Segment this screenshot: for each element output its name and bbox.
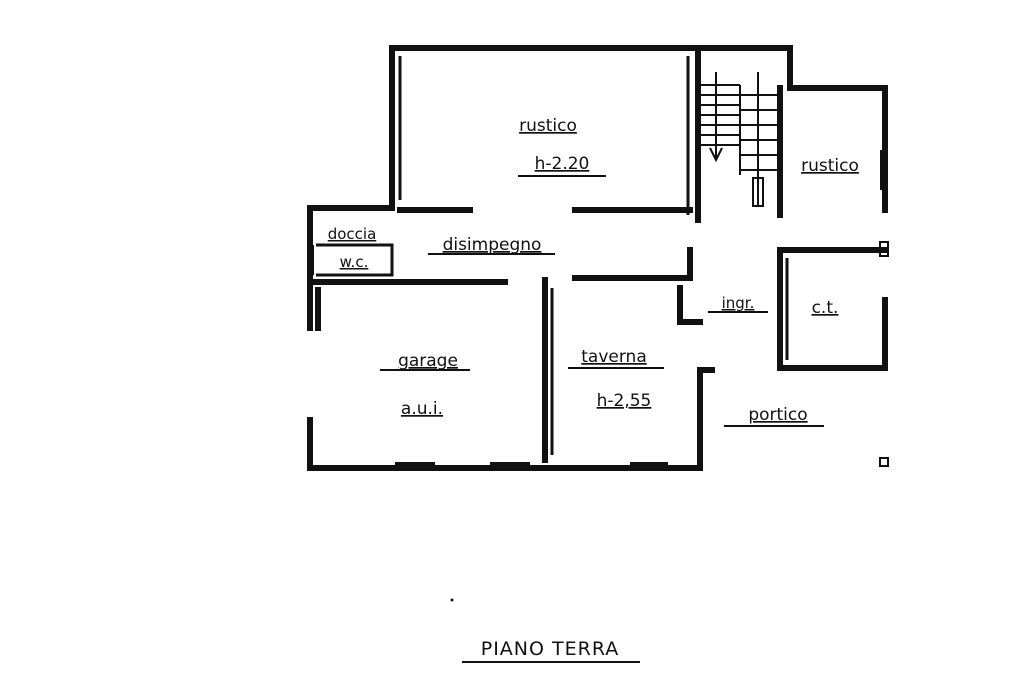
room-label-rustico: rustico (519, 116, 577, 136)
room-label-disimpegno: disimpegno (443, 235, 542, 255)
room-label-taverna: taverna (581, 347, 647, 367)
room-label-ct: c.t. (812, 298, 839, 318)
room-height-taverna: h-2,55 (597, 391, 652, 411)
room-note-garage: a.u.i. (401, 399, 443, 419)
staircase (700, 72, 778, 207)
room-label-ingresso: ingr. (722, 294, 755, 312)
room-label-doccia: doccia (328, 225, 377, 243)
windows (308, 46, 886, 468)
room-label-rustico-side: rustico (801, 156, 859, 176)
room-label-wc: w.c. (340, 253, 369, 271)
room-height-rustico: h-2.20 (535, 154, 590, 174)
floor-title: PIANO TERRA (481, 638, 620, 660)
room-label-portico: portico (748, 405, 807, 425)
room-label-garage: garage (398, 351, 458, 371)
